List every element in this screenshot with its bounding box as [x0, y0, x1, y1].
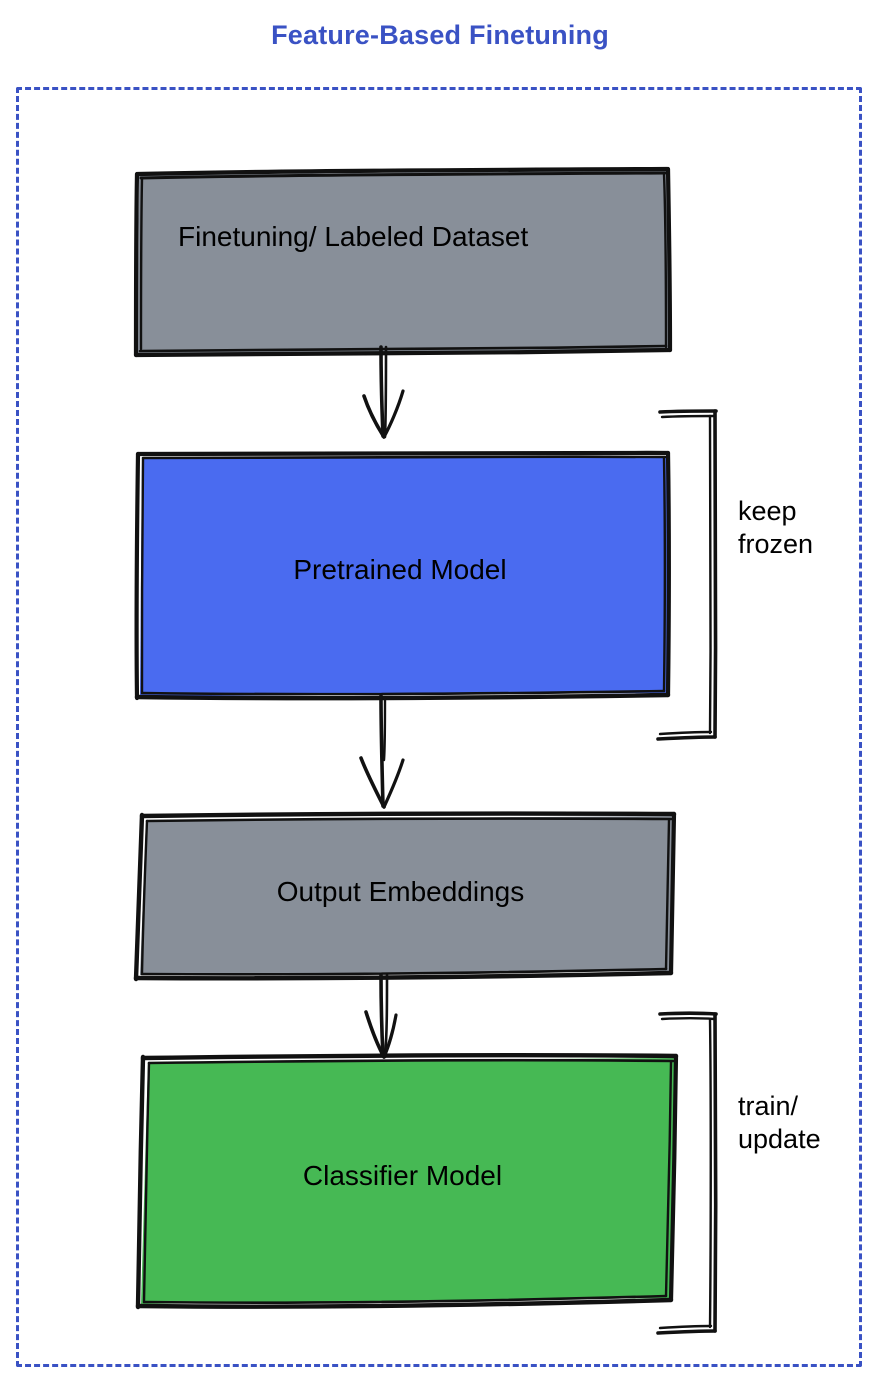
sketch-edge-left	[135, 1054, 146, 1310]
sketch-edge-right	[665, 450, 671, 698]
diagram-title: Feature-Based Finetuning	[271, 20, 609, 50]
sketch-rect-dataset	[133, 166, 673, 358]
sketch-edge-left	[133, 812, 145, 982]
sketch-edge-right	[665, 166, 673, 353]
sketch-edge-top	[135, 166, 670, 177]
sketch-edge-bottom-2	[140, 967, 668, 976]
sketch-edge-bottom-2	[138, 344, 668, 353]
node-output-embeddings[interactable]: Output Embeddings	[128, 808, 677, 982]
sketch-edge-top	[140, 1052, 679, 1061]
sketch-edge-top-2	[147, 1058, 675, 1065]
sketch-edge-left-2	[140, 819, 149, 975]
sketch-edge-top-2	[139, 171, 667, 180]
sketch-edge-bottom	[134, 692, 671, 701]
annotation-train-update: train/ update	[738, 1091, 821, 1154]
sketch-rect-pretrained	[134, 450, 671, 701]
sketch-edge-top-2	[141, 455, 667, 460]
sketch-edge-top-2	[145, 817, 673, 823]
node-classifier-model[interactable]: Classifier Model	[130, 1048, 679, 1310]
node-label-pretrained: Pretrained Model	[293, 554, 507, 585]
sketch-edge-bottom-2	[140, 689, 666, 696]
sketch-edge-left	[133, 171, 140, 358]
sketch-edge-bottom	[135, 1297, 674, 1309]
node-pretrained-model[interactable]: Pretrained Model	[130, 446, 671, 701]
sketch-edge-bottom	[133, 970, 674, 981]
node-label-dataset: Finetuning/ Labeled Dataset	[178, 221, 529, 252]
node-label-classifier: Classifier Model	[302, 1160, 503, 1191]
node-label-embeddings: Output Embeddings	[276, 876, 525, 907]
sketch-edge-right-2	[664, 818, 671, 971]
sketch-rect-embeddings	[133, 811, 677, 982]
node-fill-dataset	[137, 170, 670, 354]
sketch-edge-right-2	[662, 172, 668, 349]
node-fill-embeddings	[140, 816, 674, 975]
sketch-edge-bottom	[133, 347, 673, 358]
sketch-edge-left-2	[142, 1061, 151, 1303]
sketch-rect-classifier	[135, 1052, 679, 1310]
sketch-edge-bottom-2	[142, 1294, 668, 1304]
node-fill-pretrained	[140, 456, 668, 696]
sketch-edge-left	[134, 451, 141, 701]
sketch-edge-right	[668, 1053, 679, 1303]
sketch-edge-right	[668, 811, 677, 976]
sketch-edge-right-2	[664, 1060, 673, 1298]
sketch-edge-left-2	[139, 177, 144, 351]
sketch-edge-left-2	[140, 457, 145, 694]
annotation-keep-frozen: keep frozen	[738, 496, 814, 559]
sketch-edge-top	[135, 450, 671, 457]
node-finetuning-labeled-dataset[interactable]: Finetuning/ Labeled Dataset	[130, 165, 673, 358]
sketch-edge-top	[139, 811, 677, 819]
node-fill-classifier	[141, 1058, 676, 1304]
sketch-edge-right-2	[662, 456, 666, 693]
